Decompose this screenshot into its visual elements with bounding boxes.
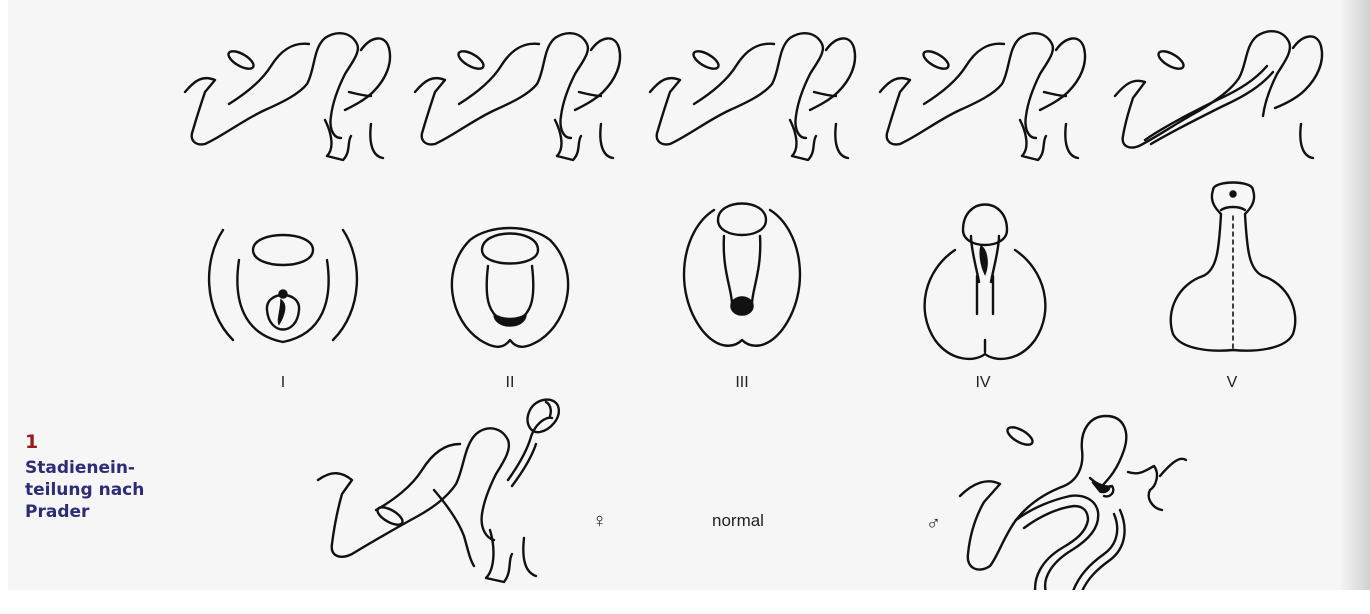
normal-male-sagittal bbox=[960, 416, 1186, 590]
page-edge-shadow bbox=[1340, 0, 1370, 590]
sagittal-stage-4 bbox=[880, 33, 1085, 160]
front-stage-2 bbox=[452, 228, 568, 347]
figure-caption: 1 Stadienein- teilung nach Prader bbox=[25, 430, 175, 523]
female-symbol: ♀ bbox=[592, 510, 607, 532]
sagittal-stage-5 bbox=[1115, 31, 1322, 158]
front-stage-5 bbox=[1171, 183, 1296, 351]
sagittal-stage-1 bbox=[185, 33, 390, 160]
sagittal-stage-3 bbox=[650, 33, 855, 160]
front-stage-3 bbox=[684, 204, 800, 346]
figure-number: 1 bbox=[25, 430, 175, 455]
stage-label-2: II bbox=[506, 374, 515, 391]
male-symbol: ♂ bbox=[926, 513, 941, 535]
prader-stage-diagram: I II III IV V ♀ normal ♂ bbox=[0, 0, 1370, 590]
sagittal-stage-2 bbox=[415, 33, 620, 160]
front-stage-4 bbox=[925, 205, 1046, 359]
normal-female-sagittal bbox=[318, 400, 559, 582]
stage-label-1: I bbox=[281, 374, 285, 391]
bottom-margin bbox=[0, 590, 1370, 614]
normal-label: normal bbox=[712, 511, 764, 530]
stage-label-4: IV bbox=[975, 374, 990, 391]
stage-label-3: III bbox=[735, 374, 748, 391]
figure-title: Stadienein- teilung nach Prader bbox=[25, 457, 175, 523]
stage-label-5: V bbox=[1227, 374, 1238, 391]
front-stage-1 bbox=[209, 230, 357, 342]
